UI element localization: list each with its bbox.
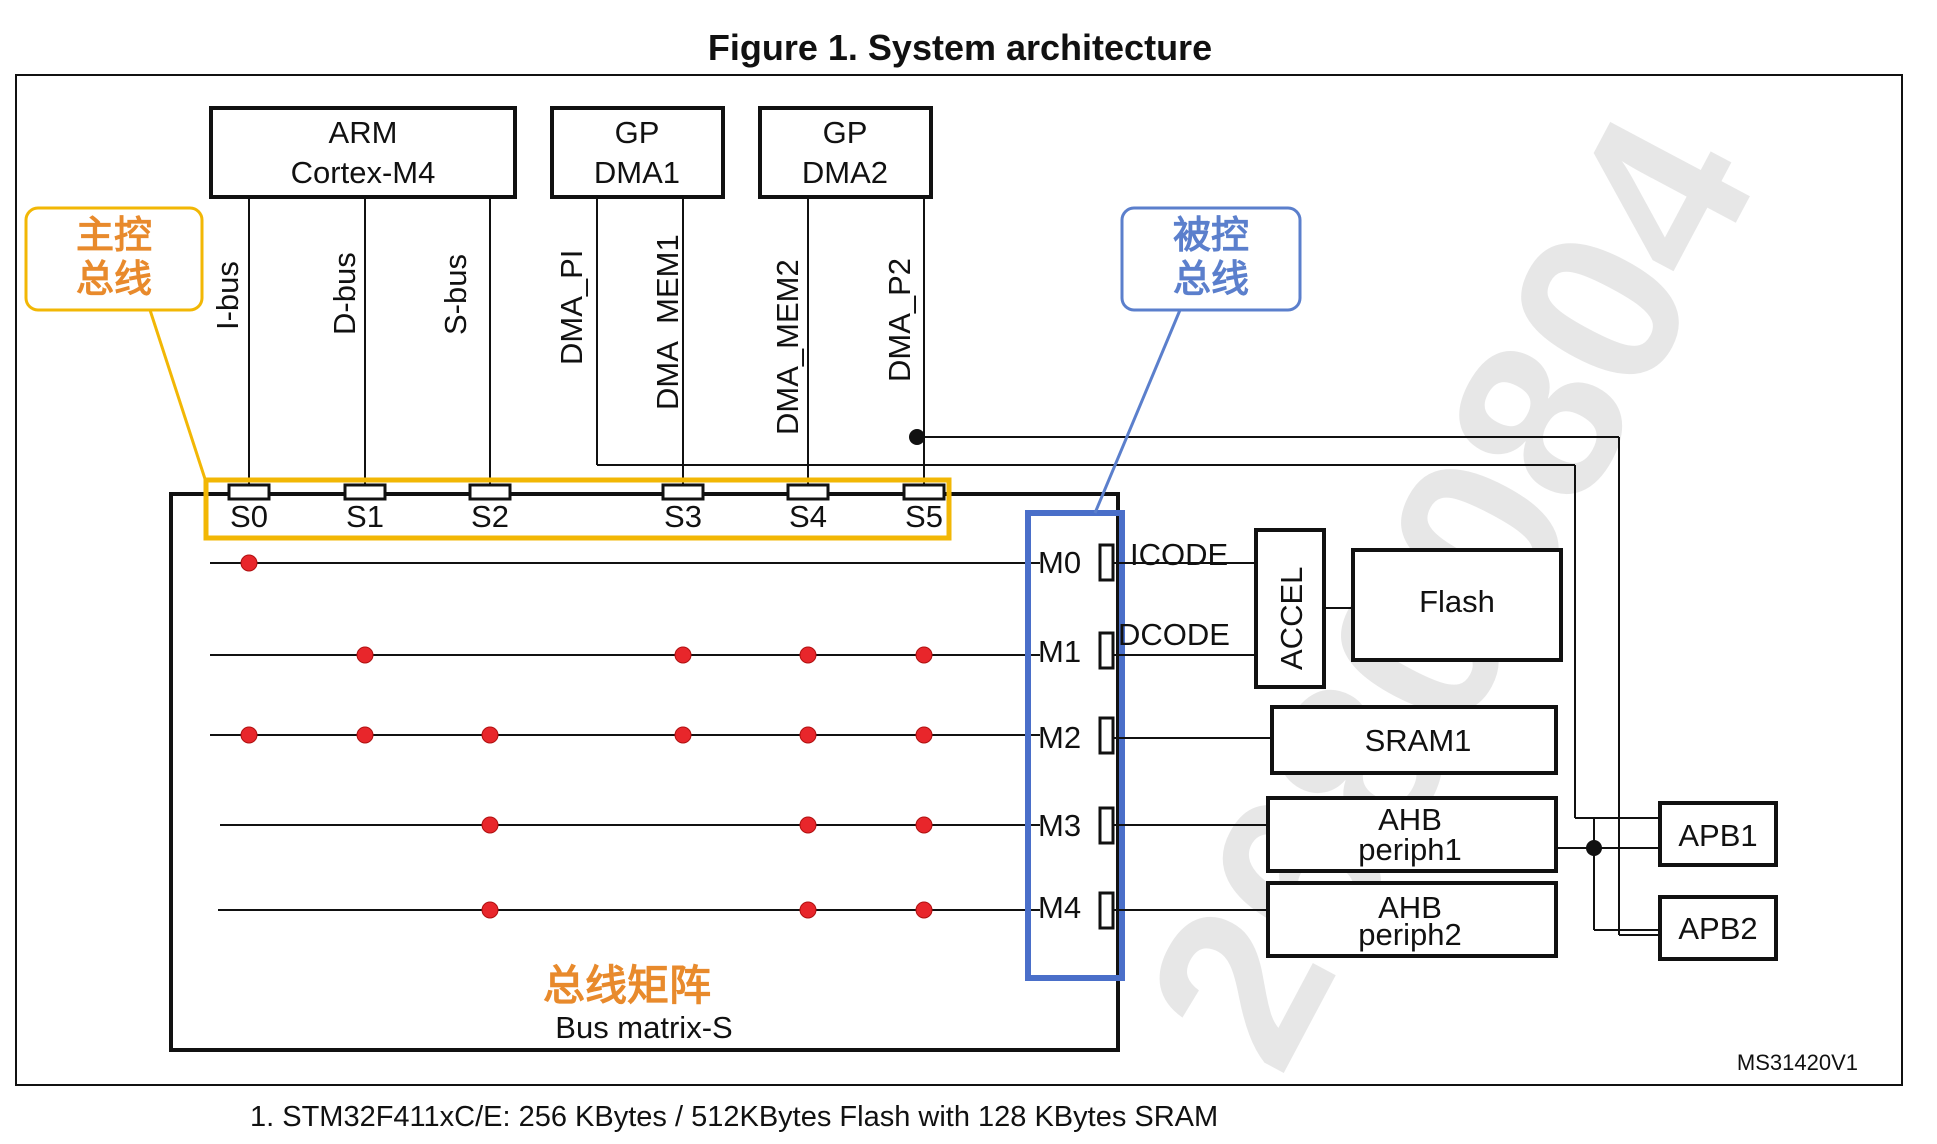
port-s5: S5 [905, 499, 943, 534]
apb1-label: APB1 [1678, 818, 1757, 853]
junction-m4-s4 [799, 901, 817, 919]
dma2-label-2: DMA2 [802, 155, 888, 190]
dma1-label-1: GP [615, 115, 660, 150]
dma-mem2-label: DMA_MEM2 [770, 259, 805, 435]
junction-m2-s1 [356, 726, 374, 744]
slave-bus-highlight [1025, 510, 1125, 981]
ahb2-label-2: periph2 [1358, 917, 1461, 952]
slave-bus-cn-2: 总线 [1173, 257, 1249, 301]
junction-m3-s5 [915, 816, 933, 834]
figure-frame [15, 74, 1903, 1086]
arm-label-1: ARM [329, 115, 398, 150]
slave-bus-cn-1: 被控 [1173, 213, 1249, 257]
junction-m2-s2 [481, 726, 499, 744]
bus-matrix-box [169, 492, 1120, 1052]
apb2-label: APB2 [1678, 911, 1757, 946]
dma-peripheral-routes [597, 429, 1660, 936]
master-bus-cn-1: 主控 [76, 213, 152, 257]
junction-m2-s3 [674, 726, 692, 744]
dma-p2-junction [909, 429, 925, 445]
ahb1-label-2: periph1 [1358, 832, 1461, 867]
sram1-box: SRAM1 [1270, 705, 1558, 775]
master-bus-callout: 主控 总线 [24, 206, 208, 483]
port-m3: M3 [1038, 808, 1081, 843]
figure-id: MS31420V1 [1737, 1050, 1858, 1075]
junction-m2-s0 [240, 726, 258, 744]
port-m4: M4 [1038, 890, 1081, 925]
master-port-tabs [1098, 543, 1115, 930]
master-bus-cn-2: 总线 [76, 257, 152, 301]
junction-m1-s5 [915, 646, 933, 664]
flash-label: Flash [1419, 584, 1495, 619]
dma-pi-label: DMA_PI [554, 250, 589, 365]
dma2-label-1: GP [823, 115, 868, 150]
port-s2: S2 [471, 499, 509, 534]
dma-mem1-label: DMA_MEM1 [650, 234, 685, 410]
accel-label: ACCEL [1274, 567, 1309, 670]
ahb-apb-junction [1586, 840, 1602, 856]
slave-bus-callout: 被控 总线 [1093, 206, 1302, 514]
junction-m3-s4 [799, 816, 817, 834]
slave-port-tabs [227, 483, 946, 501]
port-m1: M1 [1038, 634, 1081, 669]
master-bus-highlight [203, 477, 952, 541]
ahb-periph1-box: AHB periph1 [1266, 796, 1558, 873]
junction-m1-s1 [356, 646, 374, 664]
junction-m2-s4 [799, 726, 817, 744]
icode-label: ICODE [1130, 537, 1228, 572]
gp-dma1-box: GP DMA1 [550, 106, 725, 199]
junction-m0-s0 [240, 554, 258, 572]
ahb1-label-1: AHB [1378, 802, 1442, 837]
port-s0: S0 [230, 499, 268, 534]
ibus-label: I-bus [210, 261, 245, 330]
figure-title: Figure 1. System architecture [708, 27, 1212, 68]
port-s4: S4 [789, 499, 827, 534]
port-s1: S1 [346, 499, 384, 534]
arm-cortex-m4-box: ARM Cortex-M4 [209, 106, 517, 199]
junction-m3-s2 [481, 816, 499, 834]
matrix-junctions [240, 554, 933, 919]
apb1-box: APB1 [1658, 801, 1778, 867]
matrix-horizontal-lines [210, 562, 1040, 911]
bus-matrix-label: Bus matrix-S [555, 1010, 732, 1045]
junction-m4-s2 [481, 901, 499, 919]
sbus-label: S-bus [438, 254, 473, 335]
apb2-box: APB2 [1658, 895, 1778, 961]
dbus-label: D-bus [327, 252, 362, 335]
slave-output-lines [1113, 562, 1660, 931]
port-m2: M2 [1038, 720, 1081, 755]
arm-label-2: Cortex-M4 [291, 155, 436, 190]
sram1-label: SRAM1 [1365, 723, 1472, 758]
dma-p2-label: DMA_P2 [882, 258, 917, 382]
port-m0: M0 [1038, 545, 1081, 580]
bus-matrix-cn-label: 总线矩阵 [543, 961, 711, 1010]
flash-box: Flash [1351, 548, 1563, 662]
dma1-label-2: DMA1 [594, 155, 680, 190]
junction-m2-s5 [915, 726, 933, 744]
ahb2-label-1: AHB [1378, 890, 1442, 925]
accel-box: ACCEL [1254, 528, 1326, 689]
junction-m4-s5 [915, 901, 933, 919]
junction-m1-s4 [799, 646, 817, 664]
junction-m1-s3 [674, 646, 692, 664]
dcode-label: DCODE [1118, 617, 1230, 652]
footnote: 1. STM32F411xC/E: 256 KBytes / 512KBytes… [250, 1101, 1218, 1133]
port-s3: S3 [664, 499, 702, 534]
ahb-periph2-box: AHB periph2 [1266, 881, 1558, 958]
gp-dma2-box: GP DMA2 [758, 106, 933, 199]
